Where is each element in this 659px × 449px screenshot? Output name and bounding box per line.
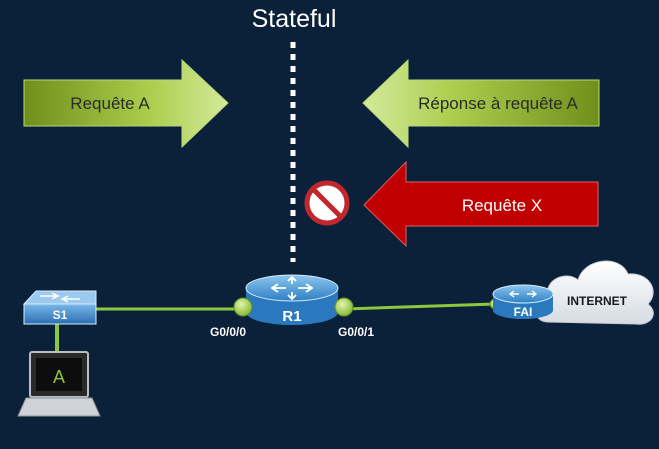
response-a-arrow: Réponse à requête A bbox=[362, 58, 600, 149]
request-x-arrow: Requête X bbox=[363, 160, 599, 248]
cloud-icon: INTERNET bbox=[534, 260, 654, 325]
switch-label: S1 bbox=[53, 308, 68, 322]
response-a-label: Réponse à requête A bbox=[418, 94, 578, 113]
isp-router-label: FAI bbox=[514, 305, 533, 319]
router-icon[interactable]: R1 bbox=[245, 274, 339, 325]
switch-icon[interactable]: S1 bbox=[22, 290, 97, 325]
laptop-label: A bbox=[53, 367, 65, 387]
no-entry-icon bbox=[304, 180, 350, 226]
interface-right-label: G0/0/1 bbox=[338, 325, 374, 339]
interface-g000-port bbox=[233, 297, 253, 317]
request-a-arrow: Requête A bbox=[23, 58, 229, 149]
interface-g001-port bbox=[334, 297, 354, 317]
laptop-icon[interactable]: A bbox=[17, 351, 101, 417]
request-a-label: Requête A bbox=[70, 94, 150, 113]
isp-router-icon[interactable]: FAI bbox=[492, 284, 554, 319]
cloud-label: INTERNET bbox=[567, 294, 628, 308]
router-label: R1 bbox=[282, 308, 301, 325]
diagram-title: Stateful bbox=[252, 5, 337, 33]
link-r1-fai bbox=[344, 302, 496, 311]
interface-left-label: G0/0/0 bbox=[210, 325, 246, 339]
request-x-label: Requête X bbox=[462, 196, 542, 215]
